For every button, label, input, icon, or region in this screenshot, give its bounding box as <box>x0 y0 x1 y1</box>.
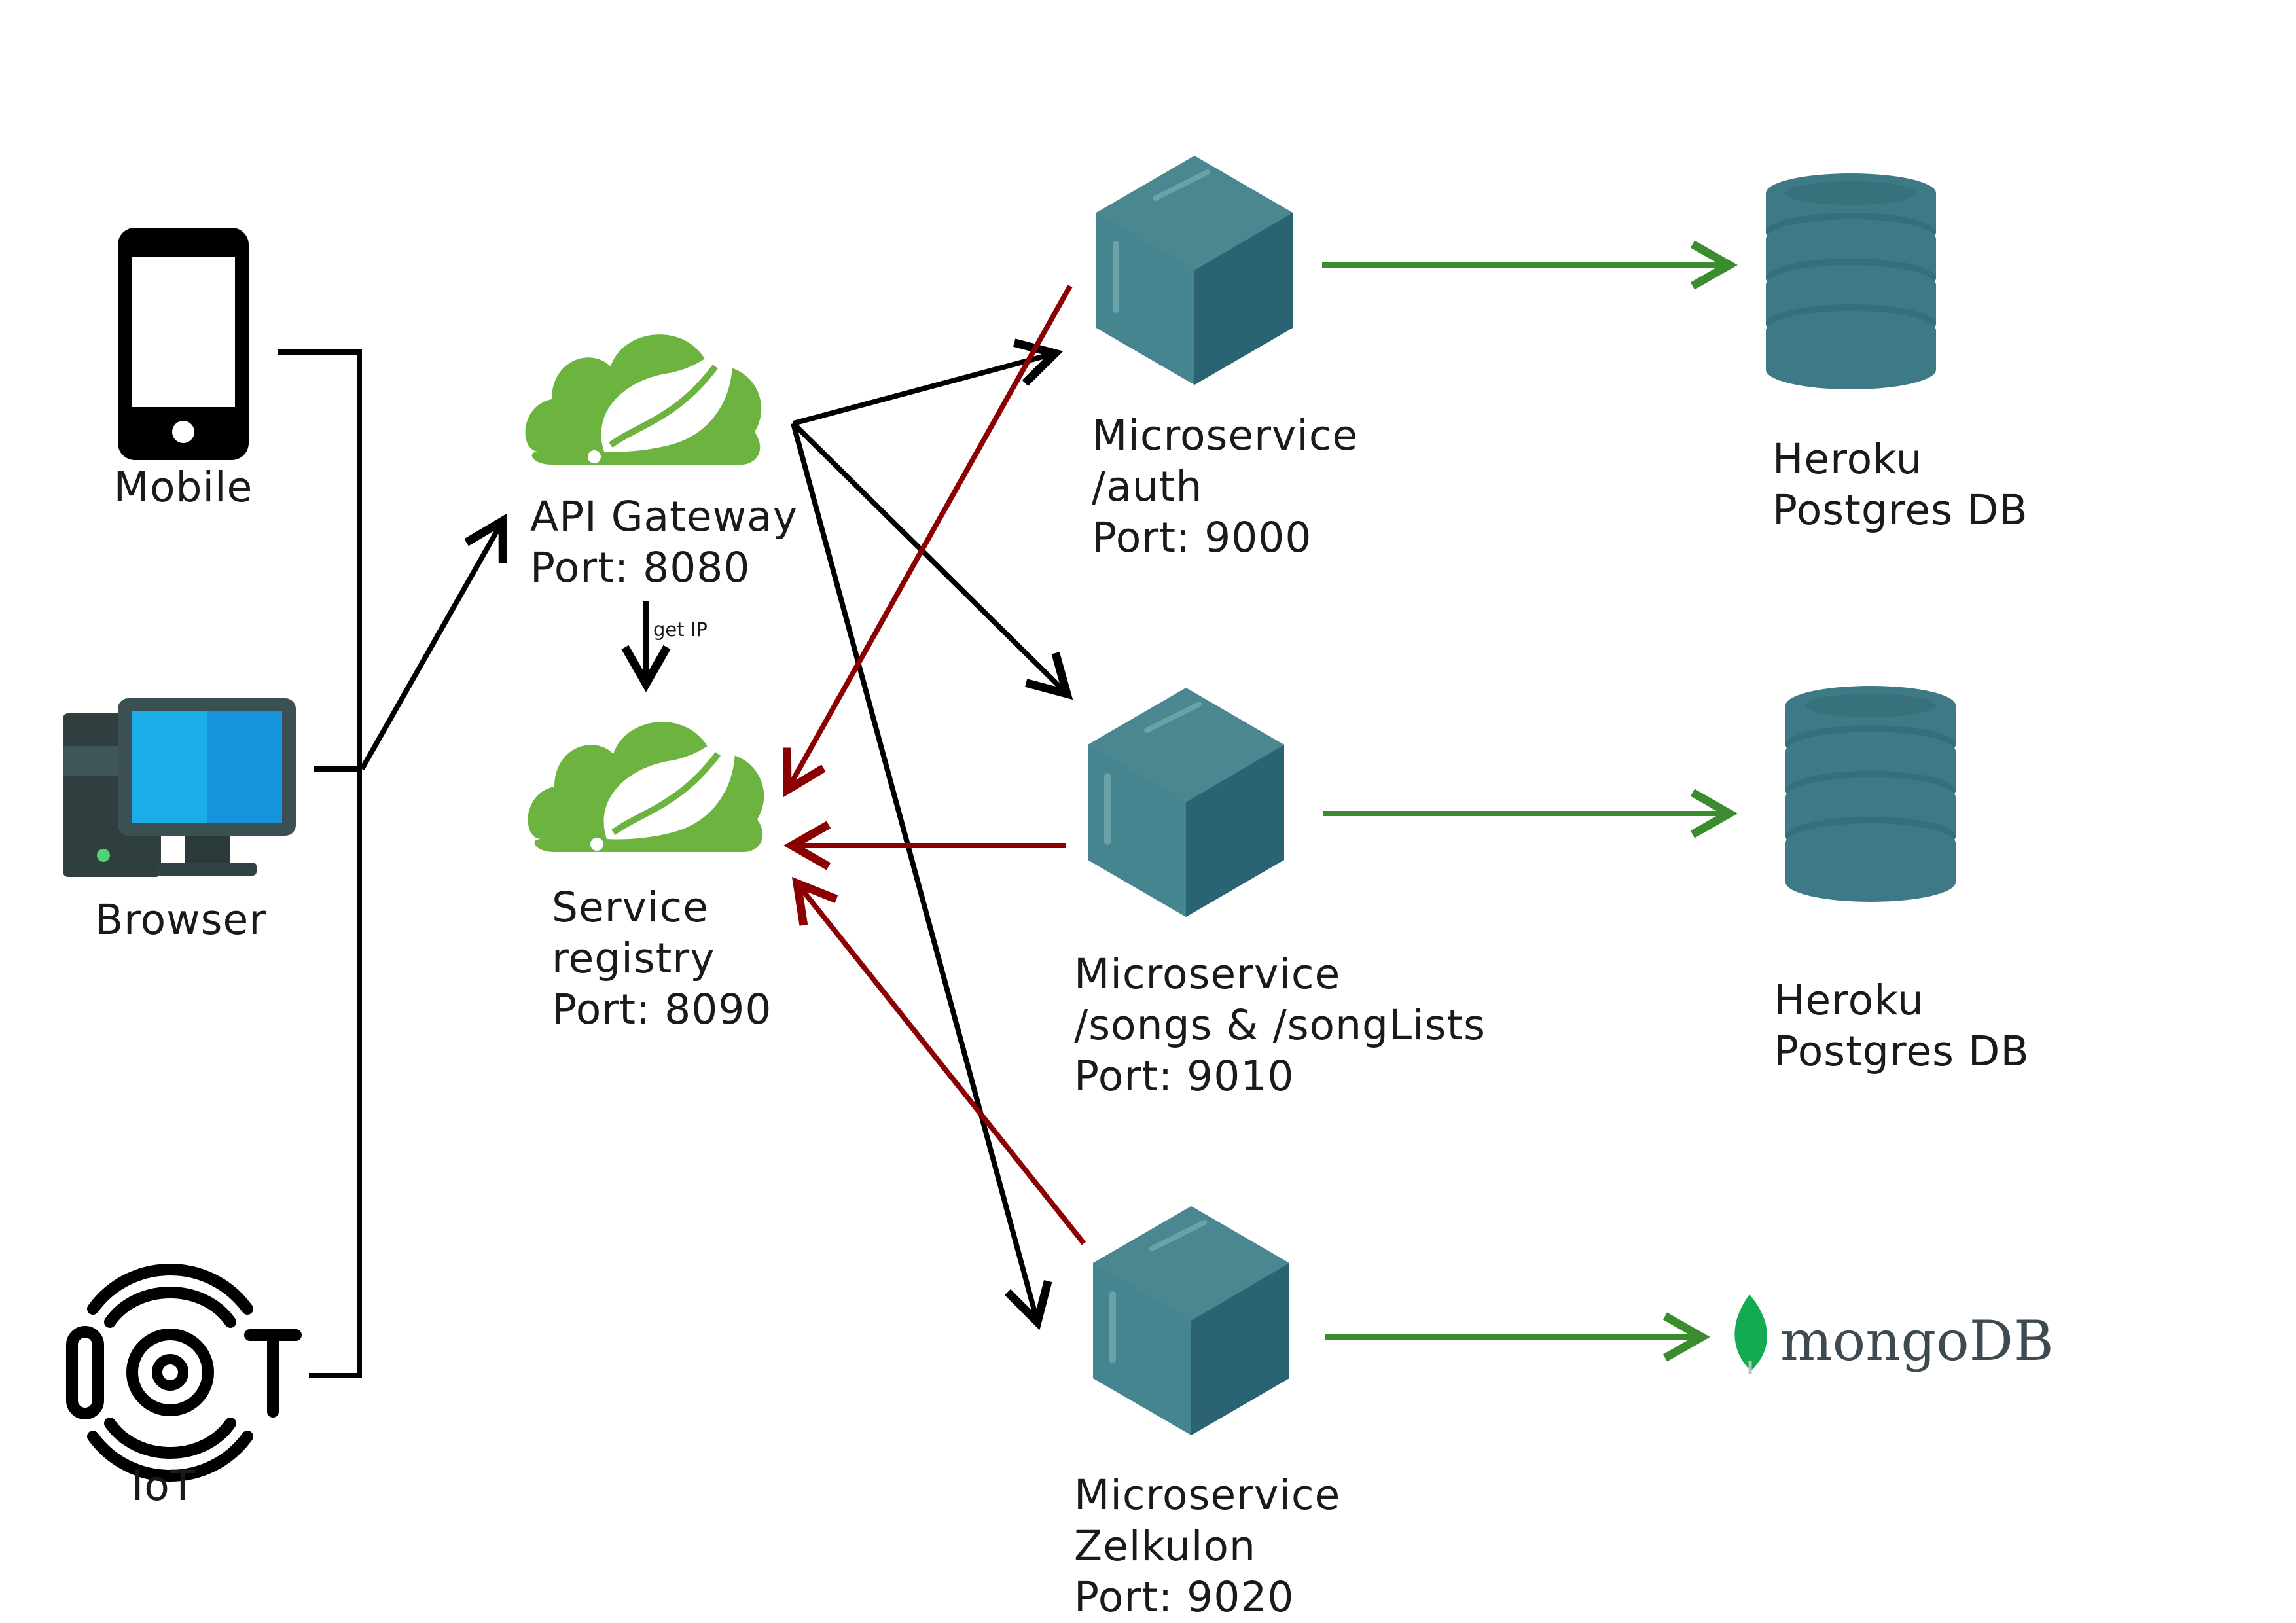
registry-port: Port: 8090 <box>552 986 772 1033</box>
database-icon-2 <box>1785 686 1956 902</box>
songs-port: Port: 9010 <box>1074 1052 1294 1100</box>
mobile-label: Mobile <box>114 463 253 511</box>
clients-to-gateway-arrow <box>359 513 507 770</box>
zelkulon-name: Microservice <box>1074 1471 1340 1519</box>
registry-line1: Service <box>552 883 709 931</box>
get-ip-label: get IP <box>653 618 708 641</box>
spring-cloud-icon-gateway <box>526 334 762 465</box>
gateway-request-arrows <box>791 338 1073 1330</box>
microservice-cube-icon-auth <box>1096 156 1293 385</box>
spring-cloud-icon-registry <box>528 721 764 852</box>
db2-line1: Heroku <box>1774 976 1924 1024</box>
mongodb-leaf-icon <box>1734 1294 1767 1374</box>
database-icon-1 <box>1766 173 1936 389</box>
auth-port: Port: 9000 <box>1092 514 1312 562</box>
songs-name: Microservice <box>1074 950 1340 998</box>
zelkulon-port: Port: 9020 <box>1074 1573 1294 1621</box>
client-bus <box>278 349 362 1378</box>
auth-name: Microservice <box>1092 412 1358 459</box>
mongodb-logo-text: mongoDB <box>1780 1309 2054 1373</box>
db1-line1: Heroku <box>1772 435 1923 483</box>
desktop-computer-icon <box>63 698 296 877</box>
iot-label: IoT <box>132 1462 196 1510</box>
gateway-name: API Gateway <box>530 493 798 541</box>
zelkulon-path: Zelkulon <box>1074 1522 1256 1570</box>
db1-line2: Postgres DB <box>1772 486 2028 534</box>
iot-icon <box>66 1264 302 1482</box>
db-access-arrows <box>1322 240 1738 1362</box>
phone-icon <box>118 228 249 460</box>
microservice-cube-icon-zelkulon <box>1093 1206 1289 1435</box>
auth-path: /auth <box>1092 463 1202 510</box>
songs-path: /songs & /songLists <box>1074 1001 1486 1049</box>
db2-line2: Postgres DB <box>1774 1027 2030 1075</box>
gateway-port: Port: 8080 <box>530 544 750 592</box>
microservice-cube-icon-songs <box>1088 688 1284 917</box>
browser-label: Browser <box>95 896 266 944</box>
registry-line2: registry <box>552 935 715 982</box>
registration-arrows <box>783 285 1086 1245</box>
